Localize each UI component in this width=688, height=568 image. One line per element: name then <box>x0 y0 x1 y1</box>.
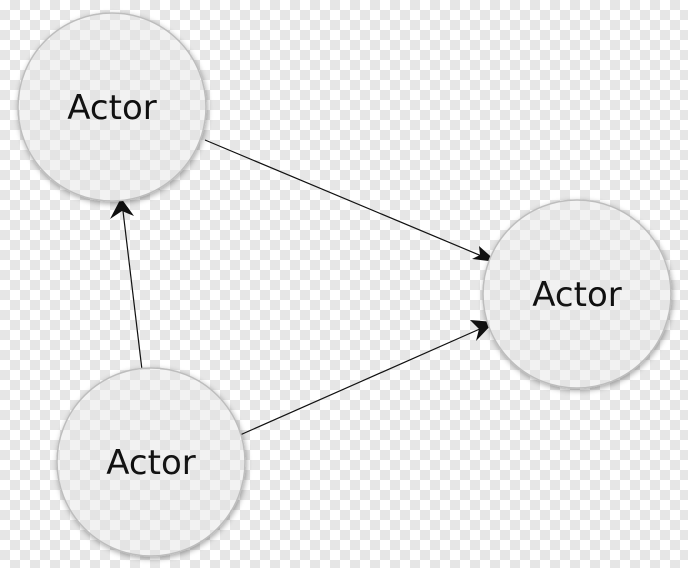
edge-actor-top-left-to-actor-right <box>204 139 497 262</box>
node-label: Actor <box>106 443 195 483</box>
arrowhead-icon <box>110 198 134 219</box>
node-circle <box>56 367 246 557</box>
node-actor-bottom-left[interactable]: Actor <box>56 367 246 557</box>
edge-line <box>204 139 485 258</box>
node-circle <box>482 199 672 389</box>
node-circle <box>17 12 207 202</box>
edge-line <box>122 210 143 371</box>
edge-line <box>239 327 483 436</box>
edge-actor-bottom-left-to-actor-right <box>239 320 494 436</box>
node-actor-top-left[interactable]: Actor <box>17 12 207 202</box>
node-label: Actor <box>67 88 156 128</box>
node-label: Actor <box>532 275 621 315</box>
edge-actor-bottom-left-to-actor-top-left <box>110 198 143 371</box>
node-actor-right[interactable]: Actor <box>482 199 672 389</box>
